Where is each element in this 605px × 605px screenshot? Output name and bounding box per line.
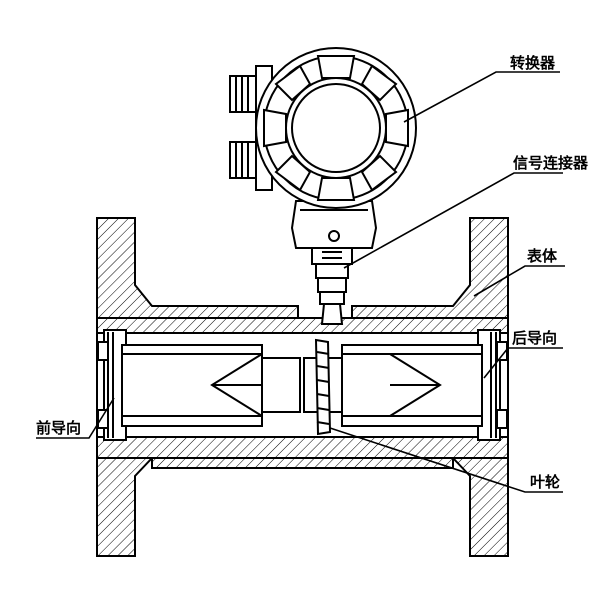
signal-connector [311,247,353,325]
rear-guide [303,329,508,441]
converter-base [290,200,378,249]
label-front-guide: 前导向 [36,419,81,437]
converter-head [229,47,417,209]
leader-front-guide [36,397,115,439]
body-lower-band [96,436,509,459]
label-converter: 转换器 [510,54,556,72]
front-guide [97,329,301,441]
leader-impeller [329,427,563,493]
leader-body [473,265,565,297]
label-impeller: 叶轮 [530,473,560,491]
label-body: 表体 [527,247,558,265]
leader-rear-guide [483,347,563,379]
body-lower-section [96,457,509,557]
body-upper-band [96,317,509,334]
label-rear-guide: 后导向 [512,329,557,347]
leader-signal-connector [343,172,563,269]
label-signal-connector: 信号连接器 [513,154,589,172]
impeller [314,338,332,436]
leader-lines [36,71,565,493]
leader-converter [403,71,560,123]
